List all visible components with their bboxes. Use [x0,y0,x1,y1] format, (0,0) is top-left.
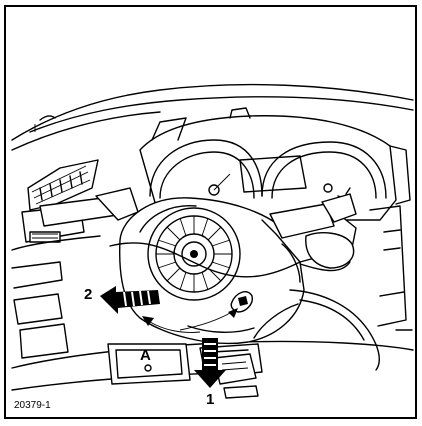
callout-1: 1 [206,391,214,408]
callout-a: A [140,347,151,364]
wiper-stalk [39,187,139,227]
instrument-cluster [139,107,411,221]
arrow-1 [194,338,226,388]
connector-clip [230,291,253,313]
figure-frame [4,5,417,419]
steering-hub [147,207,241,301]
figure-number: 20379-1 [14,400,51,411]
arrow-2 [100,286,160,314]
rotation-arrows [142,308,238,333]
right-dash-panel [369,205,413,331]
wiring-loom [109,242,380,371]
callout-2: 2 [84,286,92,303]
dashboard-top [11,83,414,151]
diagnostic-socket-area [107,343,263,399]
right-stalk [269,187,357,269]
left-air-vent [27,159,99,211]
